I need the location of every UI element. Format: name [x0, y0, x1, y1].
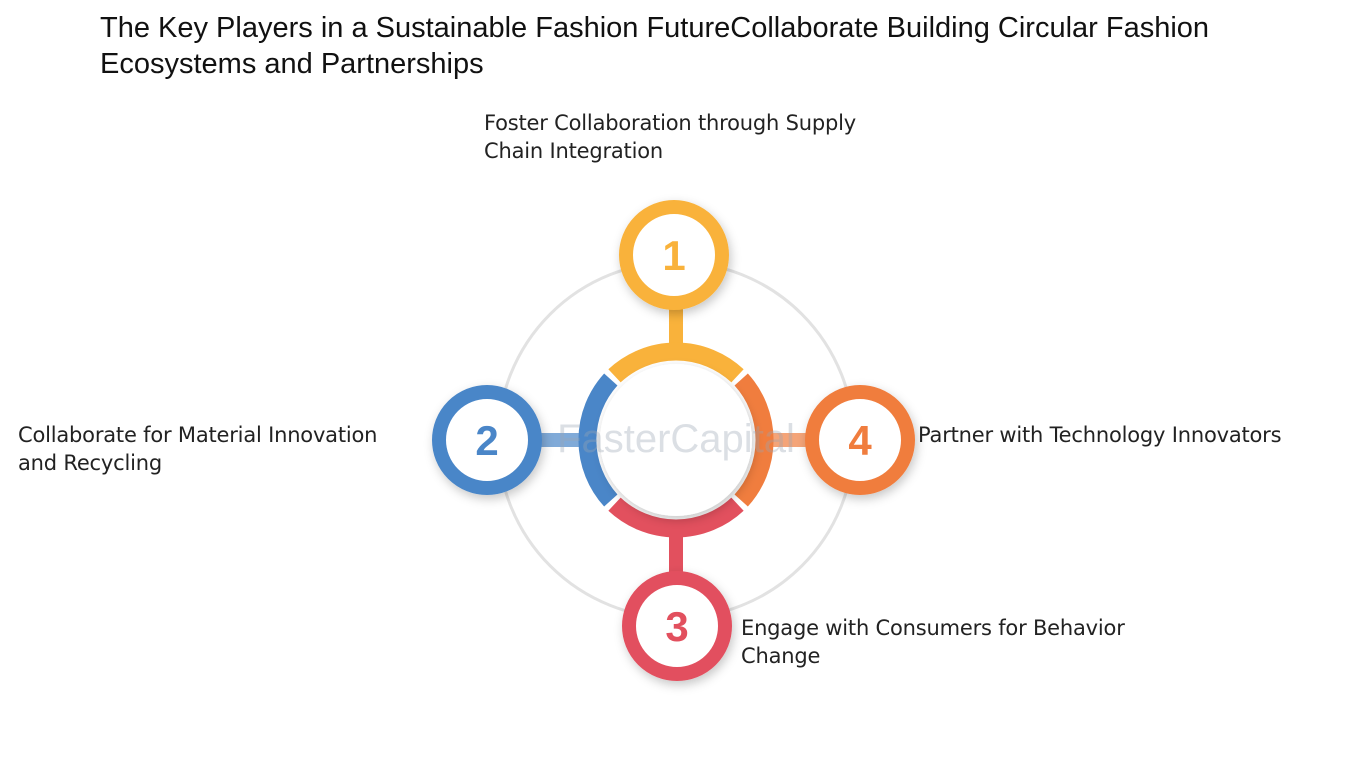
step-label-2: Collaborate for Material Innovation and …	[18, 423, 378, 475]
connector-3	[669, 528, 683, 580]
center-ring-segments	[578, 342, 774, 538]
connector-2	[530, 433, 586, 447]
step-number-4: 4	[848, 417, 872, 464]
step-label-3: Engage with Consumers for Behavior Chang…	[741, 616, 1125, 668]
page-title: The Key Players in a Sustainable Fashion…	[100, 12, 1210, 80]
center-disk	[600, 364, 752, 516]
step-node-1: 1	[619, 200, 729, 310]
step-number-2: 2	[475, 417, 498, 464]
step-node-3: 3	[622, 571, 732, 681]
watermark-text: FasterCapital	[557, 417, 795, 461]
step-node-2: 2	[432, 385, 542, 495]
step-node-4: 4	[805, 385, 915, 495]
step-number-3: 3	[665, 603, 688, 650]
connector-1	[669, 298, 683, 350]
step-label-4: Partner with Technology Innovators	[918, 423, 1282, 447]
step-number-1: 1	[662, 232, 685, 279]
step-label-1: Foster Collaboration through Supply Chai…	[484, 111, 856, 163]
